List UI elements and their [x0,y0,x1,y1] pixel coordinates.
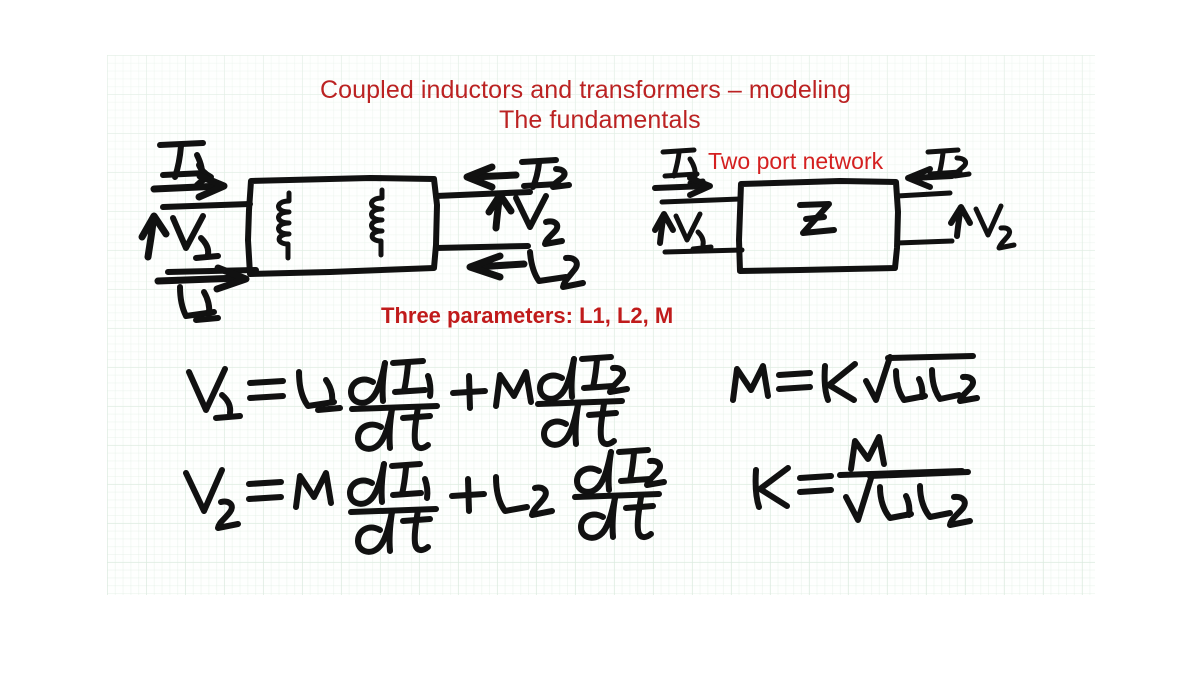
wire-top-left [160,201,253,210]
wire-bottom-left-right-diagram [662,247,745,255]
two-port-network-diagram [652,147,1017,274]
wire-bottom-left [165,267,259,275]
wire-bottom-right-left-diagram [433,243,531,251]
label-v1-left [170,213,221,261]
impedance-box [736,178,901,274]
two-port-network-caption: Two port network [708,148,884,174]
equation-3 [730,353,980,404]
label-i2-left-diagram [519,157,572,190]
equation-2 [183,447,667,555]
arrow-i2-left-diagram [463,163,520,191]
arrow-l1-left [154,264,250,293]
page-title-line2: The fundamentals [499,106,701,134]
page-title-line1: Coupled inductors and transformers – mod… [320,76,852,104]
arrow-i2-right [905,166,955,190]
three-parameters-callout: Three parameters: L1, L2, M [381,303,674,328]
coupled-inductor-diagram [138,140,586,323]
coil-primary-icon [276,190,292,261]
arrow-v2-left-diagram [485,191,515,232]
wire-top-left-right-diagram [659,196,743,205]
arrow-i1-right [652,175,713,198]
coil-secondary-icon [369,187,385,258]
label-i2-right [925,147,972,179]
wire-top-right-right-diagram [894,190,953,199]
arrow-v1-right [652,211,676,246]
equation-1 [186,354,630,452]
label-v1-right [673,211,714,252]
label-v2-left-diagram [513,193,565,247]
arrow-v1-left [138,212,170,261]
equation-4 [752,434,973,528]
coupled-inductor-box [245,175,440,277]
arrow-v2-right [948,204,973,239]
label-l2-left-diagram [527,249,586,290]
arrow-i1-left [150,172,228,201]
graph-paper-page [107,55,1095,595]
arrow-l2-left-diagram [466,252,528,281]
label-l1-left [177,284,221,323]
wire-bottom-right-right-diagram [894,238,955,246]
wire-top-right-left-diagram [433,189,533,199]
label-v2-right [973,203,1017,251]
label-z-impedance [797,201,837,236]
